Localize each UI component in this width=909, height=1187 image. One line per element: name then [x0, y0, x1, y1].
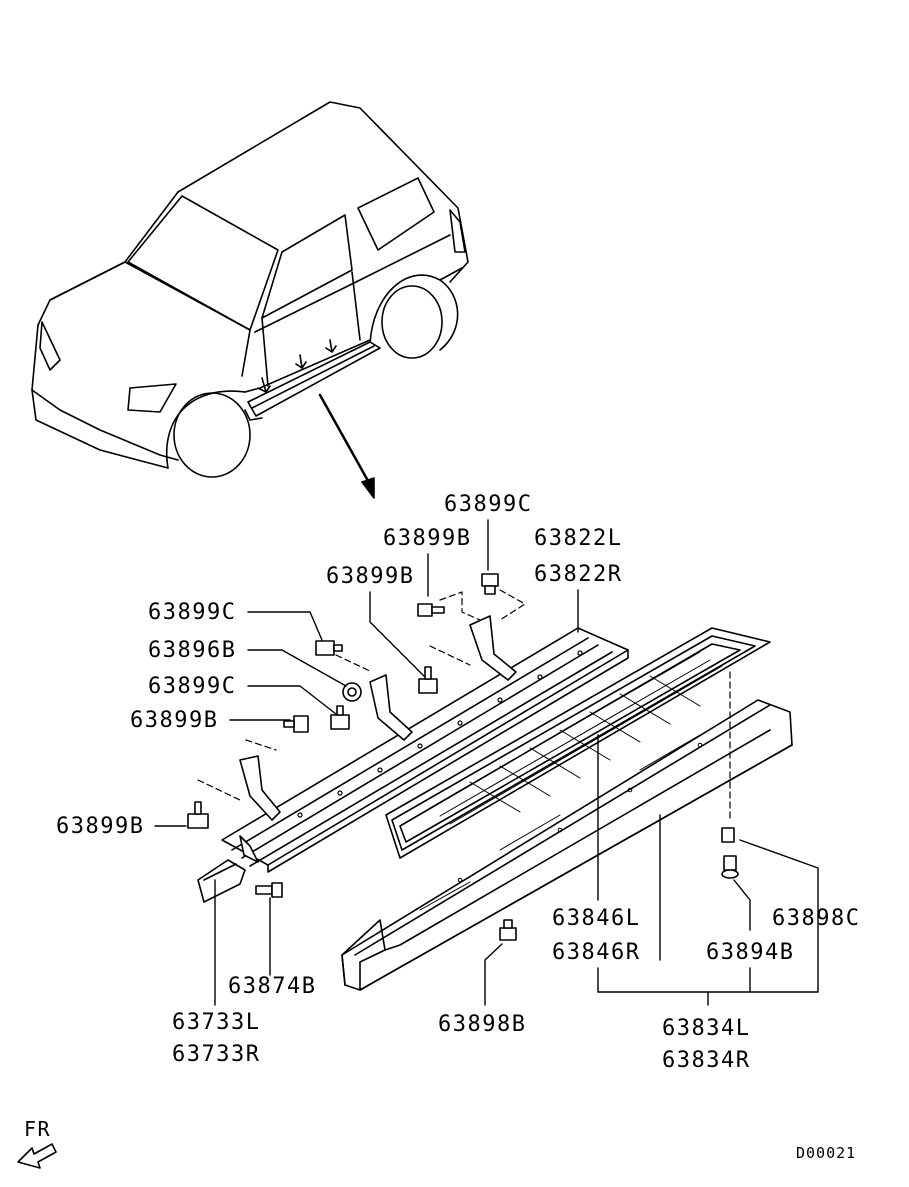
label-63899b-top: 63899B	[383, 526, 472, 551]
label-63834r: 63834R	[662, 1048, 751, 1073]
label-63874b: 63874B	[228, 974, 317, 999]
step-cover	[341, 699, 793, 991]
fasteners	[187, 573, 739, 941]
label-63898c: 63898C	[772, 906, 861, 931]
label-63899b-left: 63899B	[130, 708, 219, 733]
label-63846l: 63846L	[552, 906, 641, 931]
label-63899b-bottom: 63899B	[56, 814, 145, 839]
label-63899b-mid: 63899B	[326, 564, 415, 589]
end-cap	[197, 859, 246, 903]
label-63822l: 63822L	[534, 526, 623, 551]
label-63733l: 63733L	[172, 1010, 261, 1035]
label-63822r: 63822R	[534, 562, 623, 587]
fr-arrow-icon	[17, 1143, 57, 1169]
alignment-lines	[197, 589, 731, 821]
label-63899c-lower: 63899C	[148, 674, 237, 699]
label-63894b: 63894B	[706, 940, 795, 965]
label-63899c-left: 63899C	[148, 600, 237, 625]
vehicle-outline	[31, 101, 469, 478]
label-63898b: 63898B	[438, 1012, 527, 1037]
label-63899c-top: 63899C	[444, 492, 533, 517]
diagram-code: D00021	[796, 1144, 857, 1162]
zoom-arrow	[318, 393, 375, 499]
label-63733r: 63733R	[172, 1042, 261, 1067]
fr-label: FR	[24, 1117, 52, 1141]
label-63834l: 63834L	[662, 1016, 751, 1041]
label-63846r: 63846R	[552, 940, 641, 965]
step-pad	[385, 627, 771, 859]
label-63896b: 63896B	[148, 638, 237, 663]
leader-lines	[154, 519, 819, 1006]
step-bracket-rail	[221, 615, 629, 873]
